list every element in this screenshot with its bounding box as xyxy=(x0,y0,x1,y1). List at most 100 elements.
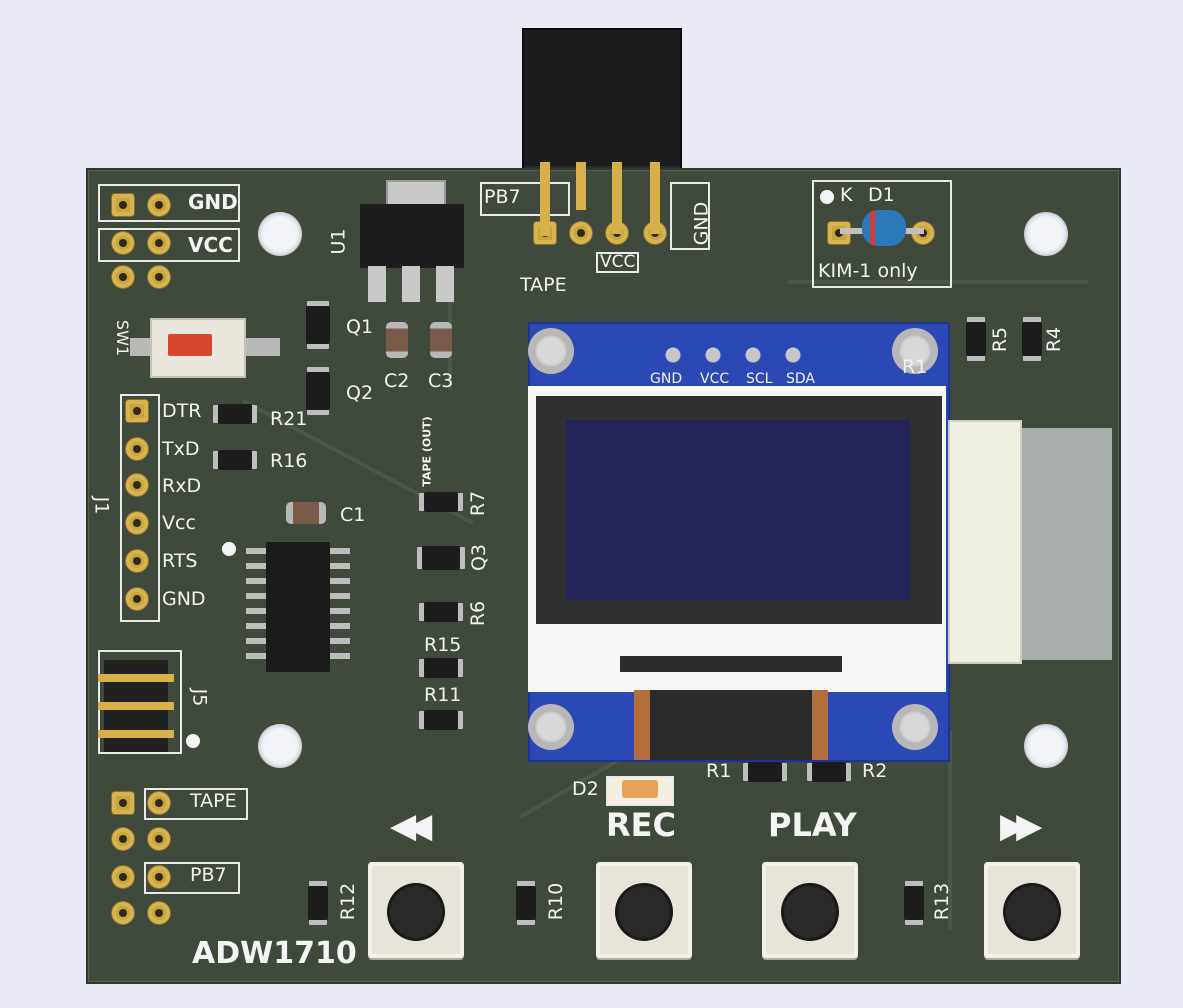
pb7-label: PB7 xyxy=(190,864,227,886)
side-connector xyxy=(1016,428,1112,660)
oled-mount-hole xyxy=(898,710,932,744)
j1-pin-label: RxD xyxy=(162,475,202,497)
r1-label-top: R1 xyxy=(902,356,928,378)
q3-body xyxy=(422,546,460,570)
r7-body xyxy=(424,492,458,512)
mounting-hole xyxy=(258,212,302,256)
button-knob[interactable] xyxy=(618,886,670,938)
pad xyxy=(148,266,170,288)
r5-label: R5 xyxy=(989,326,1012,353)
rec-button[interactable] xyxy=(596,862,692,958)
j1-pin-label: Vcc xyxy=(162,512,196,534)
gnd-header-outline xyxy=(98,184,240,222)
r2-label: R2 xyxy=(862,760,888,782)
c2-body xyxy=(386,322,408,358)
pad xyxy=(570,222,592,244)
oled-pin-label: SCL xyxy=(746,371,773,387)
rec-label: REC xyxy=(606,806,676,844)
button-knob[interactable] xyxy=(784,886,836,938)
play-label: PLAY xyxy=(768,806,857,844)
d1-body xyxy=(862,210,906,246)
play-button[interactable] xyxy=(762,862,858,958)
button-knob[interactable] xyxy=(1006,886,1058,938)
r13-label: R13 xyxy=(931,882,954,921)
r4-body xyxy=(1022,322,1042,356)
ffwd-button[interactable] xyxy=(984,862,1080,958)
sw1-actuator[interactable] xyxy=(168,334,212,356)
j1-pin-label: RTS xyxy=(162,550,198,572)
header-pin xyxy=(650,162,660,234)
d1-outline xyxy=(812,180,952,288)
pad xyxy=(126,512,148,534)
q1-label: Q1 xyxy=(346,316,374,338)
pad xyxy=(126,400,148,422)
d1-label: D1 xyxy=(868,184,895,206)
oled-flex-bar xyxy=(620,656,842,672)
pb7-outline xyxy=(480,182,570,216)
k-dot xyxy=(820,190,834,204)
q1-body xyxy=(306,306,330,344)
r1-label: R1 xyxy=(706,760,732,782)
button-knob[interactable] xyxy=(390,886,442,938)
oled-flex-cover xyxy=(650,690,812,760)
pad xyxy=(148,232,170,254)
r10-label: R10 xyxy=(545,882,568,921)
d1-k-label: K xyxy=(840,184,853,206)
pad xyxy=(112,266,134,288)
c3-body xyxy=(430,322,452,358)
j5-pins xyxy=(98,674,174,738)
r13-body xyxy=(904,886,924,920)
d2-led xyxy=(622,780,658,798)
r11-label: R11 xyxy=(424,684,462,706)
mounting-hole xyxy=(1024,724,1068,768)
pad xyxy=(112,194,134,216)
header-pin xyxy=(612,162,622,234)
r6-body xyxy=(424,602,458,622)
pad xyxy=(828,222,850,244)
r11-body xyxy=(424,710,458,730)
oled-pin-label: GND xyxy=(650,371,683,387)
top-pb7-label: PB7 xyxy=(484,186,521,208)
top-gnd-label: GND xyxy=(690,201,713,246)
j1-pin-label: GND xyxy=(162,588,206,610)
gnd-pin-outline xyxy=(670,182,710,250)
r16-body xyxy=(218,450,252,470)
pb7-bottom-outline xyxy=(144,862,240,894)
header-pin xyxy=(576,162,586,210)
r10-body xyxy=(516,886,536,920)
oled-mount-hole xyxy=(534,334,568,368)
pad xyxy=(126,588,148,610)
oled-pin-pads xyxy=(664,346,814,364)
j1-pin-label: DTR xyxy=(162,400,202,422)
rewind-button[interactable] xyxy=(368,862,464,958)
r21-label: R21 xyxy=(270,408,308,430)
pad xyxy=(148,866,170,888)
j5-dot xyxy=(186,734,200,748)
gnd-label: GND xyxy=(188,190,238,214)
oled-mount-hole xyxy=(534,710,568,744)
pad xyxy=(126,550,148,572)
top-female-header xyxy=(522,28,682,174)
pad xyxy=(112,866,134,888)
vcc-label: VCC xyxy=(188,233,233,257)
ic-body xyxy=(266,542,330,672)
c2-label: C2 xyxy=(384,370,410,392)
mounting-hole xyxy=(1024,212,1068,256)
r15-body xyxy=(424,658,458,678)
top-vcc-label: VCC xyxy=(596,252,640,273)
pad xyxy=(126,474,148,496)
pad xyxy=(112,232,134,254)
pad xyxy=(148,902,170,924)
rewind-label: ◀◀ xyxy=(390,806,432,846)
pad xyxy=(112,792,134,814)
tape-out-label: TAPE (OUT) xyxy=(420,416,434,487)
ffwd-label: ▶▶ xyxy=(1000,806,1042,846)
r12-label: R12 xyxy=(337,882,360,921)
pad xyxy=(148,828,170,850)
r1-body xyxy=(748,762,782,782)
oled-pin-label: VCC xyxy=(700,371,730,387)
pin1-dot xyxy=(222,542,236,556)
r12-body xyxy=(308,886,328,920)
mounting-hole xyxy=(258,724,302,768)
r21-body xyxy=(218,404,252,424)
